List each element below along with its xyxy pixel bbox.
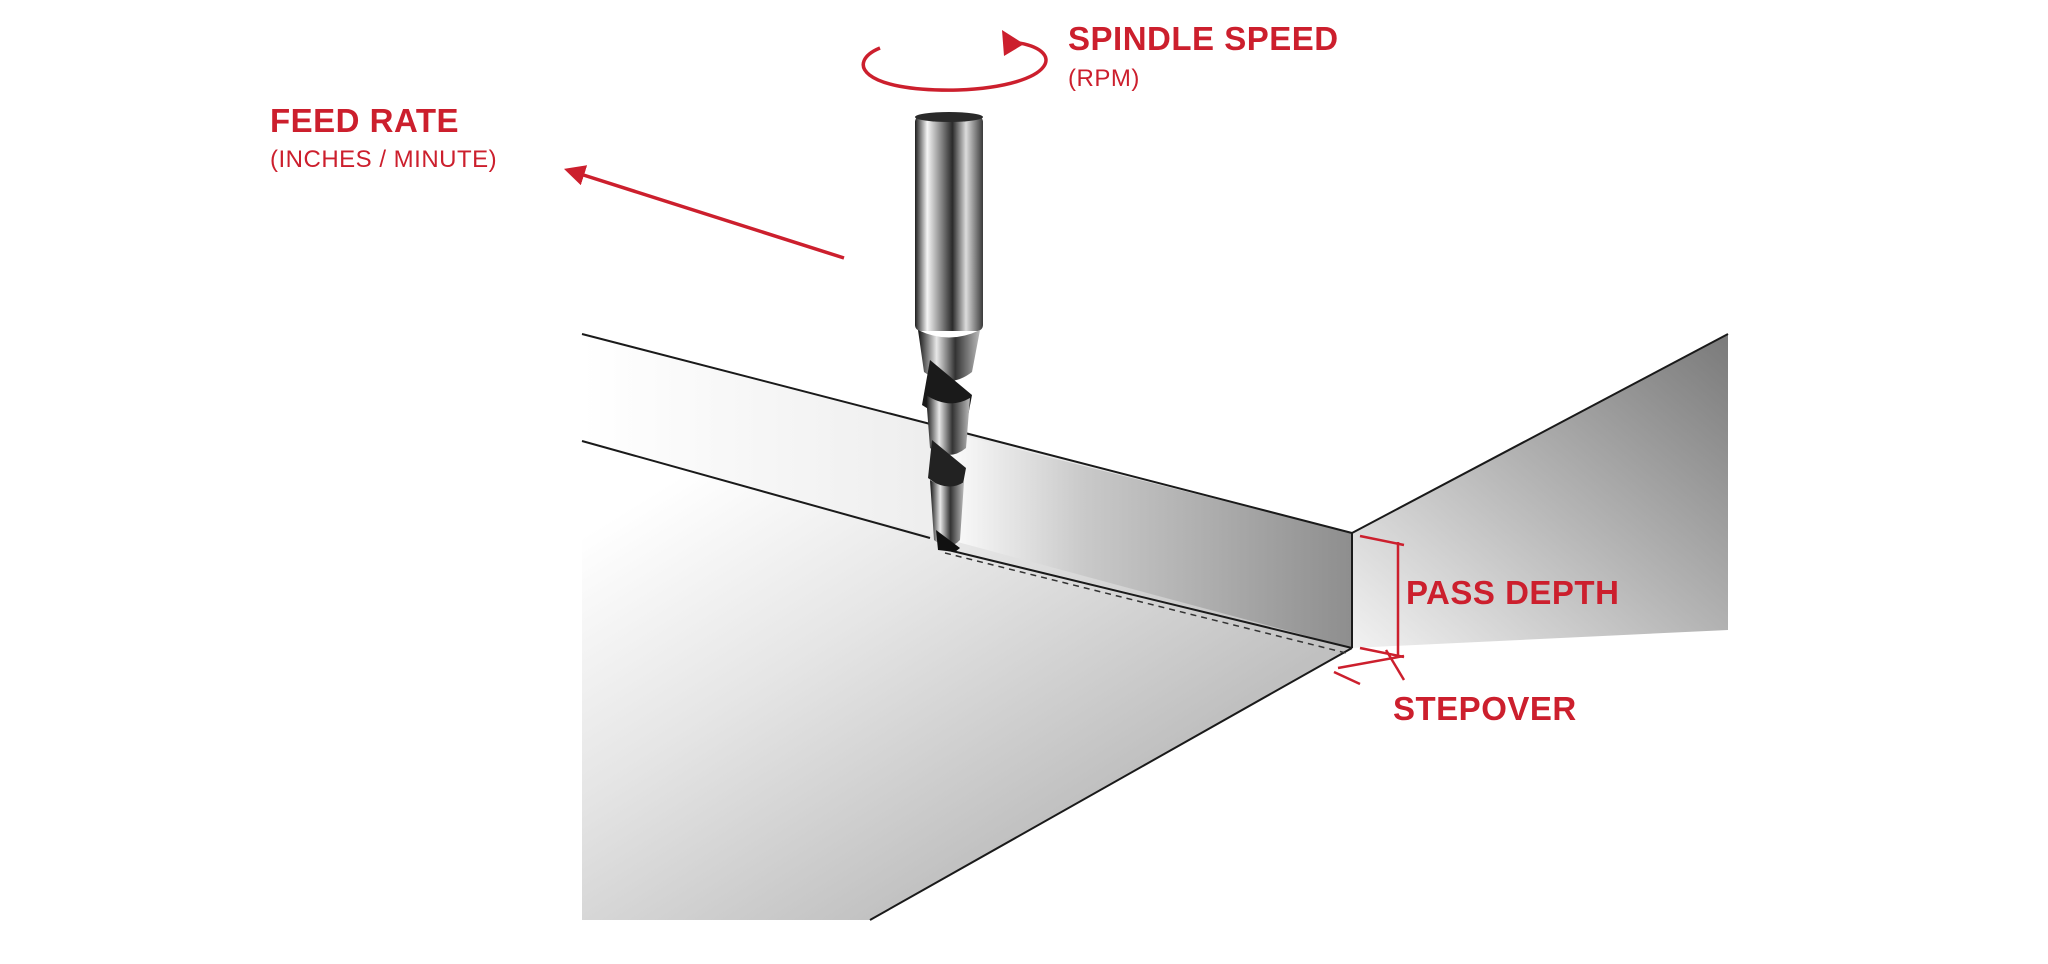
floor-front-edge [869,647,1353,921]
right-wall-top-edge [1351,333,1729,534]
feed-rate-label: FEED RATE [270,102,459,139]
spindle-speed-unit: (RPM) [1068,65,1140,92]
workpiece-floor [582,441,1352,920]
end-mill-bit-icon [915,112,983,552]
workpiece-right-wall [1352,334,1728,648]
stepover-right-tick [1384,649,1406,681]
stepover-dimension [1333,649,1406,686]
pocket-back-wall [940,430,1352,648]
pass-depth-bottom-tick [1359,646,1405,659]
stepover-bar [1337,654,1405,670]
rotation-arrow-icon [861,40,1048,92]
pass-depth-top-tick [1359,534,1405,547]
feed-rate-unit: (INCHES / MINUTE) [270,146,497,173]
pass-depth-label: PASS DEPTH [1406,574,1619,611]
rotation-arrowhead [1002,30,1024,56]
top-front-edge [581,440,931,539]
end-mill-flutes [918,330,980,552]
stepover-left-tick [1333,670,1361,686]
cut-lower-edge [939,547,1353,649]
tool-path-dashed-line [944,552,1351,655]
stepover-label: STEPOVER [1393,690,1577,727]
end-mill-shank-top [915,112,983,122]
end-mill-shank [915,116,983,331]
pass-depth-dimension [1359,534,1405,659]
feed-direction-arrow-icon [563,165,845,260]
spindle-speed-label: SPINDLE SPEED [1068,20,1339,57]
